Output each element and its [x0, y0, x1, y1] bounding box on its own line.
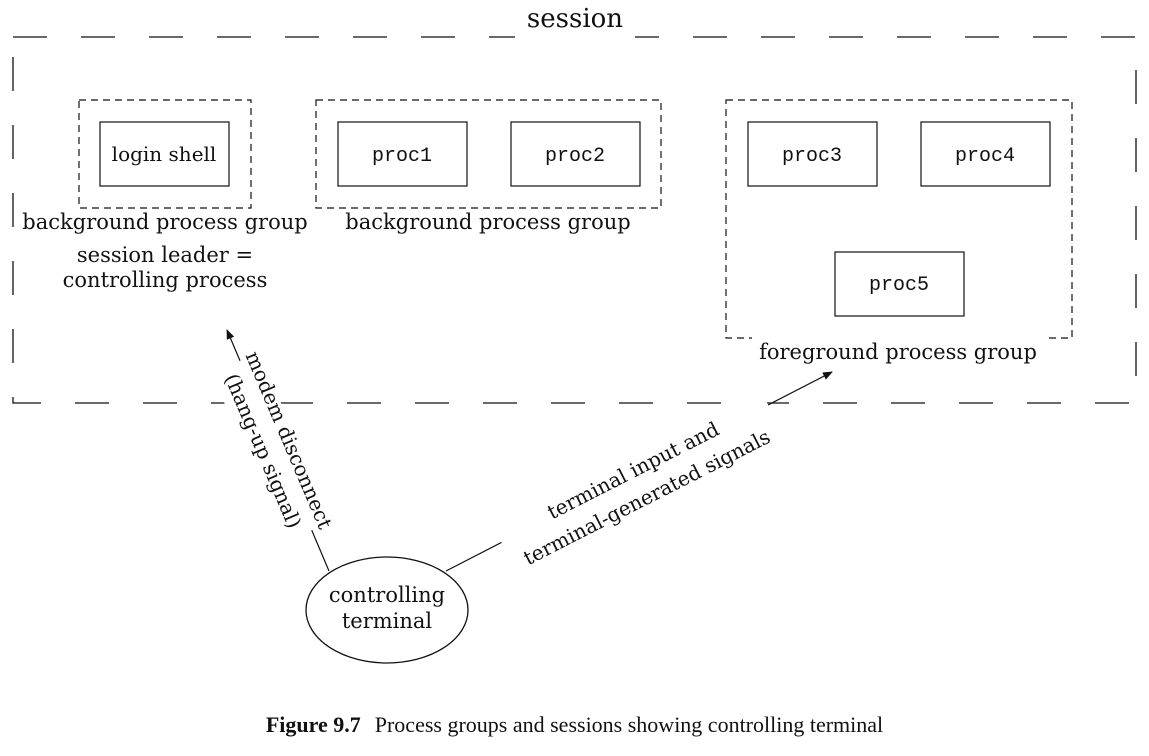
leader-group-box [78, 99, 252, 209]
proc4-box [920, 121, 1051, 187]
figure-caption: Figure 9.7 Process groups and sessions sh… [0, 712, 1149, 738]
fg-group-label: foreground process group [759, 340, 1037, 364]
bg-group-box [315, 99, 662, 209]
proc3-box [747, 121, 878, 187]
terminal-label-line1: controlling [329, 583, 445, 607]
hangup-label-bg [211, 352, 332, 543]
session-label-gap [515, 22, 635, 50]
proc2-box [510, 121, 641, 187]
bg-group-label: background process group [345, 210, 630, 234]
login-shell-box [99, 121, 230, 187]
session-leader-note-line2: controlling process [63, 268, 268, 292]
login-shell-label: login shell [112, 142, 217, 166]
leader-group-label: background process group [22, 210, 307, 234]
proc1-box [337, 121, 468, 187]
proc3-label: proc3 [782, 145, 842, 168]
proc5-box [834, 251, 965, 317]
proc4-label: proc4 [955, 145, 1015, 168]
proc1-label: proc1 [372, 145, 432, 168]
figure-number: Figure 9.7 [265, 712, 361, 737]
figure-caption-text: Process groups and sessions showing cont… [374, 712, 884, 737]
input-label-bg [496, 396, 787, 577]
controlling-terminal-ellipse [305, 556, 469, 664]
proc5-label: proc5 [869, 274, 929, 297]
session-label: session [527, 4, 623, 34]
proc2-label: proc2 [545, 145, 605, 168]
fg-group-label-gap [752, 330, 1046, 358]
terminal-label-line2: terminal [342, 609, 433, 633]
session-leader-note-line1: session leader = [77, 243, 253, 267]
